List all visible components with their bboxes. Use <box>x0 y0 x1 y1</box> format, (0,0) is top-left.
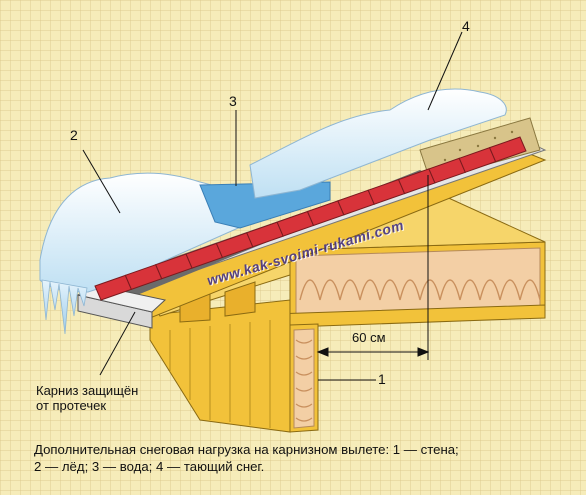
eave-note-line2: от протечек <box>36 398 107 413</box>
roof-tile <box>488 136 527 163</box>
melting-snow-right <box>249 88 507 199</box>
roof-tiles <box>94 136 527 301</box>
eave-note-line1: Карниз защищён <box>36 383 139 398</box>
caption: Дополнительная снеговая нагрузка на карн… <box>34 441 564 475</box>
label-2: 2 <box>70 127 78 143</box>
caption-line1: Дополнительная снеговая нагрузка на карн… <box>34 442 459 457</box>
leader-lines <box>82 31 463 381</box>
ice-snow-left <box>39 172 251 335</box>
dimension-label: 60 см <box>352 330 386 345</box>
label-1: 1 <box>378 371 386 387</box>
wall <box>289 323 319 433</box>
label-4: 4 <box>462 18 470 34</box>
caption-line2: 2 — лёд; 3 — вода; 4 — тающий снег. <box>34 459 265 474</box>
label-3: 3 <box>229 93 237 109</box>
eave-note: Карниз защищён от протечек <box>36 383 138 413</box>
